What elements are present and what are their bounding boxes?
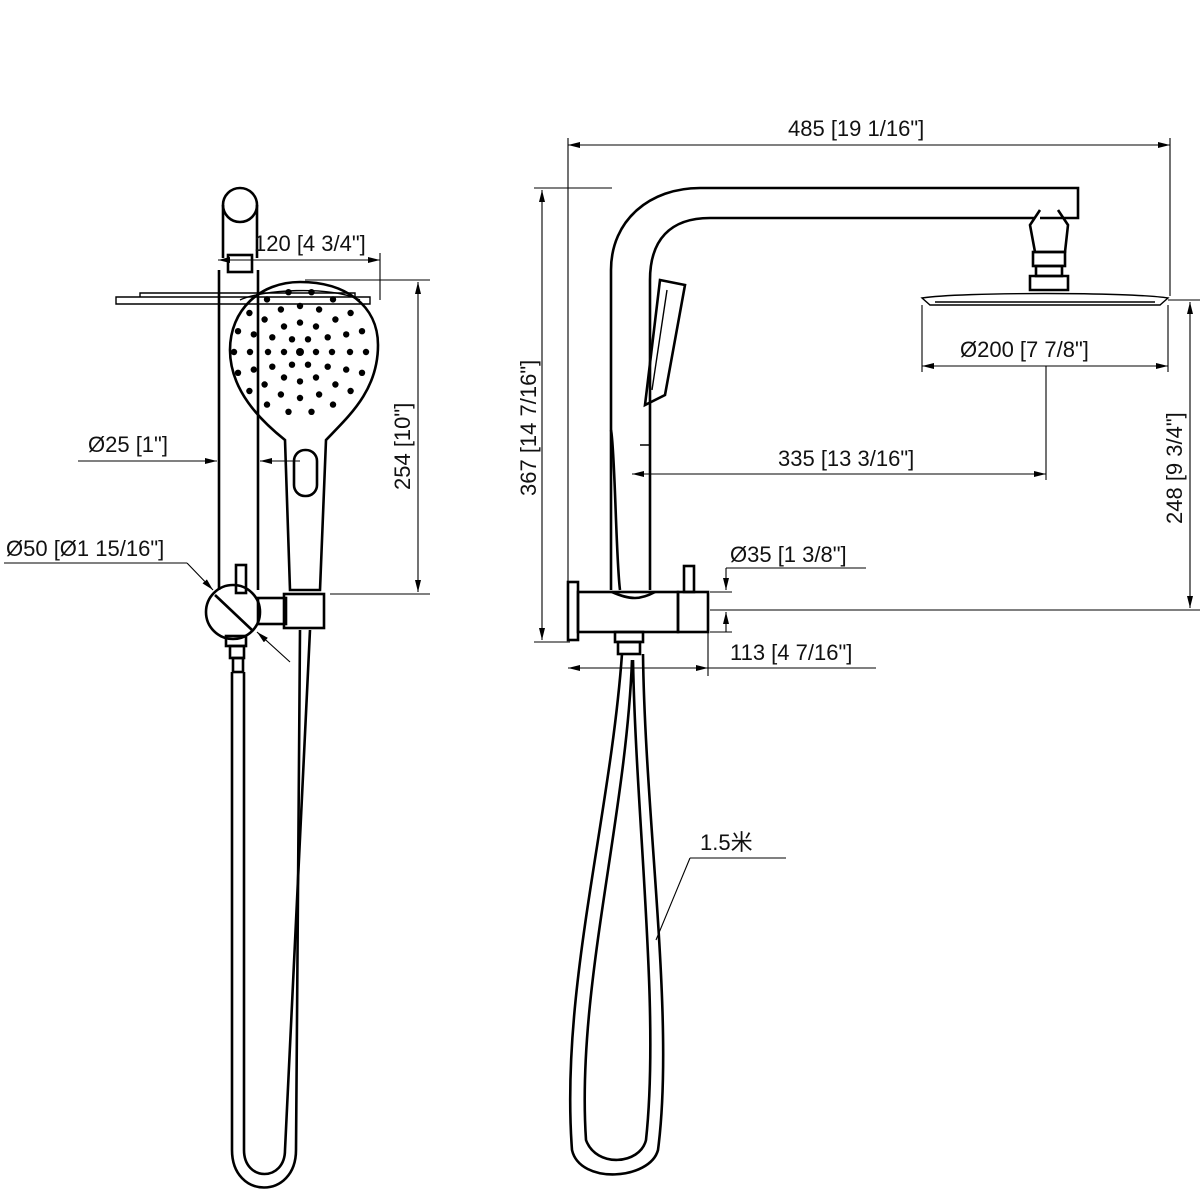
spray-nozzle [296, 394, 304, 402]
mixer-body [204, 563, 326, 674]
hand-shower [228, 280, 380, 592]
spray-nozzle [280, 374, 288, 381]
spray-nozzle [347, 387, 354, 395]
spray-nozzle [347, 309, 354, 317]
riser-pipe [217, 270, 260, 590]
spray-nozzle [296, 319, 304, 326]
spray-nozzles [230, 289, 370, 415]
spray-nozzle [343, 366, 350, 373]
dim-overall-height: 367 [14 7/16"] [516, 360, 541, 496]
spray-nozzle [250, 366, 257, 373]
spray-nozzle [324, 334, 331, 341]
dim-body-depth: 113 [4 7/16"] [730, 640, 852, 665]
dim-body-diameter: Ø35 [1 3/8"] [730, 542, 847, 567]
spray-nozzle [296, 378, 304, 385]
spray-nozzle [277, 391, 285, 398]
spray-nozzle [280, 348, 288, 356]
spray-nozzle [285, 289, 292, 296]
top-elbow [221, 186, 259, 274]
spray-nozzle [269, 334, 276, 341]
spray-nozzle [263, 401, 271, 408]
dim-overall-width: 485 [19 1/16"] [788, 116, 924, 141]
front-view: 120 [4 3/4"] 254 [10"] Ø25 [1"] Ø50 [Ø1 … [4, 186, 430, 1189]
spray-nozzle [346, 348, 354, 356]
spray-nozzle [312, 374, 320, 381]
spray-nozzle [343, 331, 350, 338]
spray-nozzle [285, 408, 292, 415]
spray-nozzle [315, 306, 323, 313]
rain-head-side [920, 292, 1170, 306]
hose-front [230, 629, 302, 1189]
spray-nozzle [288, 361, 296, 368]
hose-length-label: 1.5米 [700, 830, 753, 855]
spray-nozzle [312, 323, 320, 330]
spray-nozzle [324, 363, 331, 370]
spray-nozzle [332, 316, 339, 323]
dim-pipe-diameter: Ø25 [1"] [88, 432, 168, 457]
hose-side [568, 653, 665, 1176]
spray-nozzle [250, 331, 257, 338]
dim-head-diameter: Ø200 [7 7/8"] [960, 337, 1089, 362]
spray-nozzle [329, 296, 337, 303]
spray-nozzle [280, 323, 288, 330]
hand-shower-side [643, 278, 687, 408]
spray-nozzle [332, 381, 339, 388]
spray-nozzle [246, 387, 253, 395]
spray-nozzle [261, 381, 268, 388]
spray-nozzle [263, 296, 271, 303]
spray-nozzle [304, 361, 312, 368]
spray-nozzle [308, 289, 315, 296]
spray-nozzle [269, 363, 276, 370]
spray-nozzle [277, 306, 285, 313]
spray-nozzle [234, 328, 242, 335]
spray-nozzle [304, 336, 312, 343]
spray-nozzle [246, 309, 253, 317]
spray-nozzle [246, 348, 254, 356]
dim-front-height: 254 [10"] [390, 403, 415, 490]
dim-head-height: 248 [9 3/4"] [1162, 412, 1187, 524]
spray-nozzle [296, 302, 304, 310]
side-view: 485 [19 1/16"] 367 [14 7/16"] Ø200 [7 7/… [516, 116, 1200, 1176]
arm-connector [1028, 209, 1070, 292]
spray-nozzle [358, 328, 366, 335]
spray-nozzle [358, 369, 366, 376]
rain-head-edge [115, 292, 371, 305]
spray-nozzle [329, 401, 337, 408]
dim-mixer-diameter: Ø50 [Ø1 15/16"] [6, 536, 164, 561]
dim-arm-reach: 335 [13 3/16"] [778, 446, 914, 471]
spray-nozzle [328, 348, 336, 356]
spray-nozzle [312, 348, 320, 356]
spray-nozzle [308, 408, 315, 415]
dim-front-width: 120 [4 3/4"] [254, 231, 366, 256]
spray-nozzle [234, 369, 242, 376]
gooseneck-arm [609, 186, 1080, 590]
spray-nozzle [296, 348, 304, 356]
spray-nozzle [261, 316, 268, 323]
spray-nozzle [264, 348, 272, 356]
spray-nozzle [288, 336, 296, 343]
spray-nozzle [362, 348, 370, 356]
mixer-side [566, 564, 710, 656]
spray-nozzle [230, 348, 238, 356]
spray-nozzle [315, 391, 323, 398]
